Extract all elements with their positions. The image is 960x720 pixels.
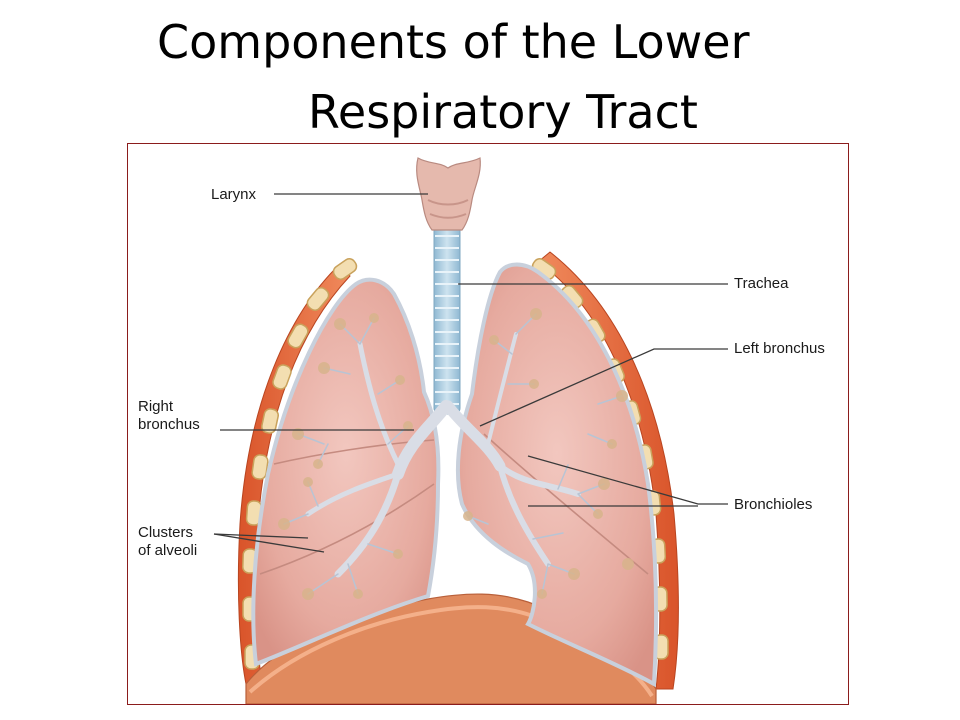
label-alveoli-line2: of alveoli bbox=[138, 542, 198, 559]
larynx bbox=[416, 157, 481, 231]
leader-alveoli-1 bbox=[213, 533, 325, 553]
label-bronchioles: Bronchioles bbox=[734, 496, 813, 513]
label-left-bronchus: Left bronchus bbox=[734, 340, 825, 357]
leader-left-bronchus bbox=[479, 348, 728, 427]
bronchial-tree bbox=[305, 332, 581, 578]
title-line-1: Components of the Lower bbox=[157, 15, 750, 69]
leader-alveoli-2 bbox=[213, 533, 309, 539]
label-right-bronchus-line2: bronchus bbox=[138, 416, 200, 433]
leader-bronchioles-1 bbox=[527, 455, 728, 505]
label-trachea: Trachea bbox=[734, 275, 789, 292]
title-line-2: Respiratory Tract bbox=[308, 85, 698, 139]
respiratory-diagram: Larynx Trachea Left bronchus Right bronc… bbox=[127, 143, 849, 705]
label-right-bronchus: Right bronchus bbox=[138, 398, 200, 434]
label-larynx: Larynx bbox=[211, 186, 257, 203]
label-alveoli-line1: Clusters bbox=[138, 524, 194, 541]
leader-lines bbox=[213, 193, 728, 553]
right-lung bbox=[251, 277, 441, 667]
label-alveoli: Clusters of alveoli bbox=[138, 524, 197, 560]
label-right-bronchus-line1: Right bbox=[138, 398, 174, 415]
alveoli-clusters bbox=[278, 308, 634, 600]
lungs-illustration bbox=[213, 157, 728, 704]
